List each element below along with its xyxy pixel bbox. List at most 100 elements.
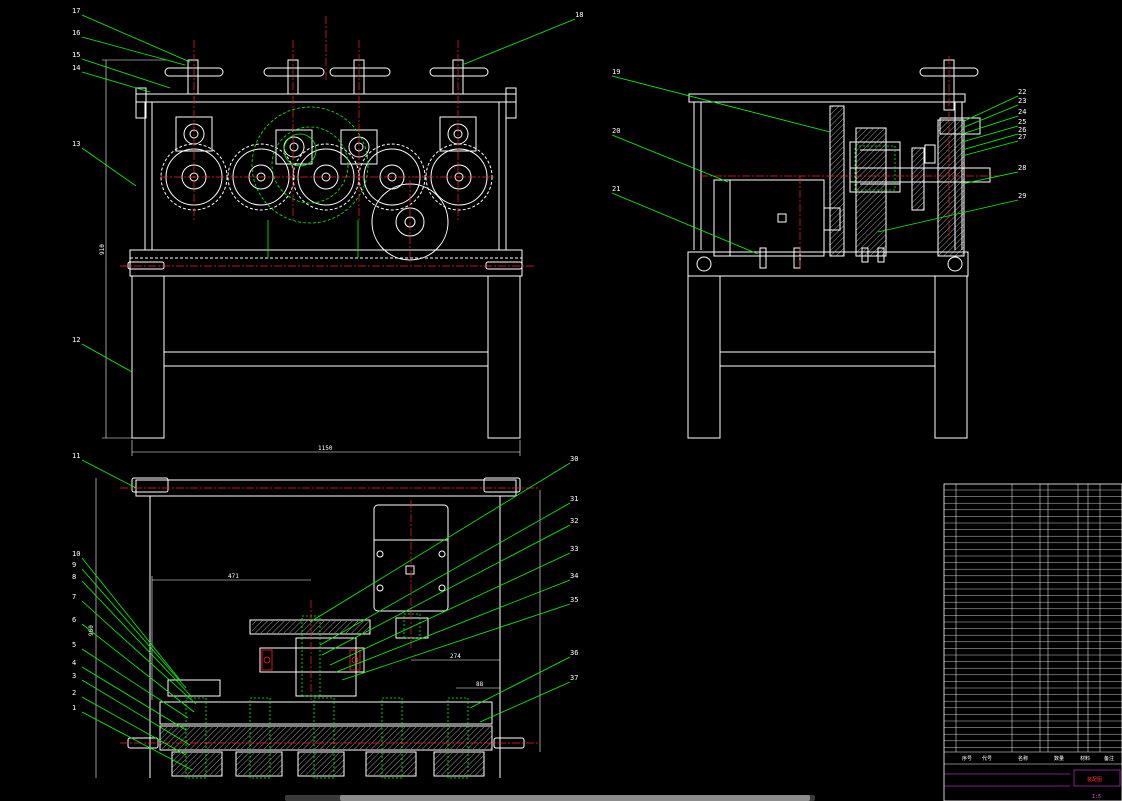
part-label-14: 14 bbox=[72, 64, 80, 72]
plan-view-centerlines bbox=[120, 487, 540, 744]
part-label-32: 32 bbox=[570, 517, 578, 525]
tb-drawing-name: 装配图 bbox=[1087, 776, 1102, 783]
leader-line-11 bbox=[81, 459, 137, 489]
part-label-36: 36 bbox=[570, 649, 578, 657]
leader-line-4 bbox=[81, 666, 187, 731]
tb-scale: 1:5 bbox=[1092, 794, 1101, 800]
side-view-green bbox=[854, 145, 896, 191]
part-label-25: 25 bbox=[1018, 118, 1026, 126]
dimension-plan-b: 274 bbox=[450, 653, 461, 660]
part-label-18: 18 bbox=[575, 11, 583, 19]
tb-footer-note: 备注 bbox=[1104, 755, 1114, 762]
dimension-plan-a: 471 bbox=[228, 573, 239, 580]
part-label-7: 7 bbox=[72, 593, 76, 601]
title-block: 序号 代号 名称 数量 材料 备注 装配图 1:5 bbox=[943, 483, 1122, 801]
part-label-33: 33 bbox=[570, 545, 578, 553]
front-view-dimensions bbox=[102, 59, 521, 456]
part-label-27: 27 bbox=[1018, 133, 1026, 141]
leader-line-24 bbox=[961, 115, 1019, 135]
part-label-13: 13 bbox=[72, 140, 80, 148]
leader-line-35 bbox=[341, 603, 571, 681]
leader-line-8 bbox=[81, 580, 193, 698]
handwheel-group bbox=[164, 59, 489, 95]
part-label-17: 17 bbox=[72, 7, 80, 15]
leader-line-6 bbox=[81, 623, 195, 713]
part-label-12: 12 bbox=[72, 336, 80, 344]
horizontal-scrollbar-thumb[interactable] bbox=[340, 795, 810, 801]
leader-line-23 bbox=[961, 104, 1019, 129]
leader-line-16 bbox=[81, 36, 186, 66]
part-label-3: 3 bbox=[72, 672, 76, 680]
leader-line-37 bbox=[479, 681, 571, 723]
leader-line-34 bbox=[335, 579, 571, 673]
leader-line-2 bbox=[81, 696, 187, 756]
leader-line-21 bbox=[611, 192, 759, 255]
leader-line-14 bbox=[81, 71, 151, 93]
part-label-35: 35 bbox=[570, 596, 578, 604]
front-view bbox=[127, 59, 523, 439]
part-label-30: 30 bbox=[570, 455, 578, 463]
tb-footer-name: 名称 bbox=[1018, 755, 1028, 762]
dimension-plan-c: 88 bbox=[476, 681, 484, 688]
leader-line-32 bbox=[321, 524, 571, 656]
part-label-21: 21 bbox=[612, 185, 620, 193]
leader-line-18 bbox=[461, 18, 576, 66]
leader-line-27 bbox=[961, 140, 1019, 157]
part-label-22: 22 bbox=[1018, 88, 1026, 96]
horizontal-scrollbar[interactable] bbox=[285, 795, 815, 801]
part-label-31: 31 bbox=[570, 495, 578, 503]
side-view-centerlines bbox=[700, 56, 1000, 270]
dimension-front-width: 1150 bbox=[318, 445, 333, 452]
part-label-15: 15 bbox=[72, 51, 80, 59]
leader-line-29 bbox=[877, 199, 1019, 233]
front-view-centerlines bbox=[120, 16, 535, 267]
part-label-19: 19 bbox=[612, 68, 620, 76]
plan-view-bearing-blocks bbox=[261, 649, 361, 671]
tb-footer-no: 序号 bbox=[962, 755, 972, 762]
part-label-2: 2 bbox=[72, 689, 76, 697]
part-label-4: 4 bbox=[72, 659, 76, 667]
tb-footer-qty: 数量 bbox=[1054, 755, 1064, 762]
part-label-24: 24 bbox=[1018, 108, 1026, 116]
leader-lines bbox=[81, 14, 1019, 771]
part-label-5: 5 bbox=[72, 641, 76, 649]
tb-footer-mat: 材料 bbox=[1080, 755, 1090, 762]
leader-line-26 bbox=[961, 133, 1019, 151]
dimension-front-height: 910 bbox=[99, 244, 106, 255]
part-label-23: 23 bbox=[1018, 97, 1026, 105]
leader-line-20 bbox=[611, 134, 729, 183]
leader-line-15 bbox=[81, 58, 171, 89]
part-label-16: 16 bbox=[72, 29, 80, 37]
part-label-37: 37 bbox=[570, 674, 578, 682]
leader-line-28 bbox=[961, 171, 1019, 185]
leader-line-5 bbox=[81, 648, 189, 719]
leader-line-36 bbox=[469, 656, 571, 709]
part-label-1: 1 bbox=[72, 704, 76, 712]
part-label-6: 6 bbox=[72, 616, 76, 624]
front-view-gear bbox=[251, 106, 369, 258]
part-label-9: 9 bbox=[72, 561, 76, 569]
leader-line-25 bbox=[961, 125, 1019, 143]
leader-line-12 bbox=[81, 343, 133, 373]
leader-line-19 bbox=[611, 75, 831, 133]
part-label-29: 29 bbox=[1018, 192, 1026, 200]
leader-line-10 bbox=[81, 557, 181, 681]
tb-footer-code: 代号 bbox=[982, 755, 992, 762]
leader-line-17 bbox=[81, 14, 191, 63]
leader-line-13 bbox=[81, 147, 137, 187]
leader-line-9 bbox=[81, 568, 187, 689]
part-label-34: 34 bbox=[570, 572, 578, 580]
part-label-8: 8 bbox=[72, 573, 76, 581]
plan-view-hatch bbox=[160, 621, 492, 775]
leader-line-22 bbox=[961, 95, 1019, 123]
leader-line-7 bbox=[81, 600, 197, 705]
side-view bbox=[687, 59, 991, 439]
part-label-20: 20 bbox=[612, 127, 620, 135]
part-label-10: 10 bbox=[72, 550, 80, 558]
part-label-26: 26 bbox=[1018, 126, 1026, 134]
leader-line-33 bbox=[329, 552, 571, 666]
leader-line-1 bbox=[81, 711, 193, 771]
part-label-11: 11 bbox=[72, 452, 80, 460]
